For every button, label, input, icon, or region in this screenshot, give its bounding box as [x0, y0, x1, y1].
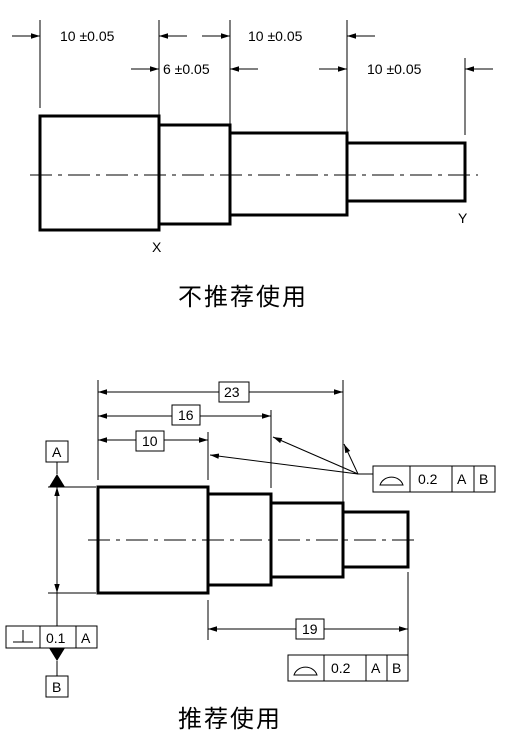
fcf-profile-top-datum2: B — [479, 471, 488, 487]
bottom-caption: 推荐使用 — [178, 705, 282, 733]
perpendicularity-icon — [13, 630, 33, 643]
bottom-drawing: 23 16 10 19 A 0.1 A — [5, 380, 496, 733]
profile-surface-icon — [379, 476, 404, 486]
datum-b-box — [45, 675, 69, 698]
top-dim4-text: 10 ±0.05 — [367, 61, 422, 77]
fcf-profile-top-tolerance: 0.2 — [418, 471, 438, 487]
fcf-profile-bottom-datum2: B — [392, 660, 401, 676]
datum-a-triangle — [49, 474, 65, 487]
fcf-profile-top-datum1: A — [457, 471, 467, 487]
datum-b-label: B — [52, 679, 61, 695]
top-dim1-text: 10 ±0.05 — [60, 28, 115, 44]
top-dim3-text: 10 ±0.05 — [248, 28, 303, 44]
bottom-dim16-box — [171, 404, 201, 426]
top-point-x-label: X — [152, 239, 162, 255]
profile-surface-icon — [293, 666, 318, 676]
bottom-dim10-box — [135, 430, 165, 452]
bottom-dim23-text: 23 — [224, 384, 240, 400]
datum-a-label: A — [52, 444, 62, 460]
bottom-dim16-text: 16 — [178, 407, 194, 423]
bottom-dim23-box — [218, 381, 250, 403]
top-shaft-step-3 — [228, 131, 349, 217]
fcf-profile-top-leader — [343, 443, 359, 475]
fcf-perpendicular-tolerance: 0.1 — [46, 630, 66, 646]
fcf-perpendicular-datum: A — [81, 630, 91, 646]
fcf-profile-top-leader — [272, 436, 359, 475]
fcf-profile-top-frame — [372, 465, 496, 493]
bottom-dim10-text: 10 — [142, 433, 158, 449]
bottom-shaft-step-1 — [96, 485, 210, 595]
top-shaft-step-1 — [38, 114, 161, 232]
top-dim2-text: 6 ±0.05 — [163, 61, 210, 77]
bottom-dim19-box — [295, 618, 325, 640]
fcf-profile-bottom-datum1: A — [371, 660, 381, 676]
top-point-y-label: Y — [458, 210, 468, 226]
datum-b-triangle — [49, 648, 65, 661]
fcf-profile-top-leader — [209, 453, 359, 475]
fcf-profile-bottom-frame — [287, 654, 409, 682]
top-shaft-step-4 — [345, 141, 467, 203]
top-caption: 不推荐使用 — [178, 283, 308, 311]
bottom-dim19-text: 19 — [302, 621, 318, 637]
top-drawing: 10 ±0.05 10 ±0.05 6 ±0.05 10 ±0.05 X Y 不… — [12, 20, 493, 311]
fcf-profile-bottom-tolerance: 0.2 — [331, 660, 351, 676]
